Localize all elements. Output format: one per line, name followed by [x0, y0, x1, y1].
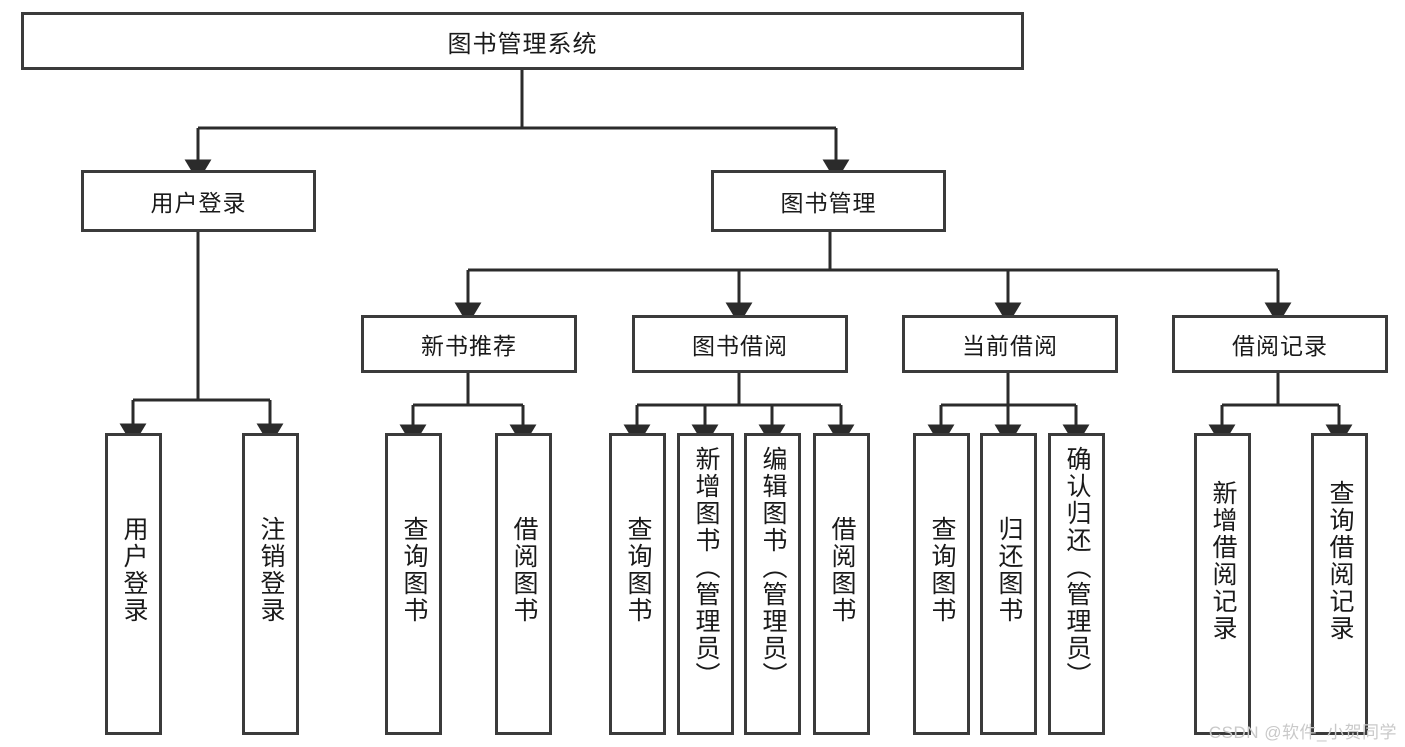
- node-label: 借阅图书: [828, 516, 856, 624]
- leaf-user-login-logout[interactable]: 注销登录: [242, 433, 299, 735]
- leaf-new-book-borrow[interactable]: 借阅图书: [495, 433, 552, 735]
- leaf-borrow-record-query[interactable]: 查询借阅记录: [1311, 433, 1368, 735]
- leaf-user-login-login[interactable]: 用户登录: [105, 433, 162, 735]
- node-new-book-recommend[interactable]: 新书推荐: [361, 315, 577, 373]
- node-label: 借阅记录: [1232, 333, 1328, 359]
- node-current-borrow[interactable]: 当前借阅: [902, 315, 1118, 373]
- node-label: 新增借阅记录: [1209, 480, 1237, 642]
- node-label: 图书管理: [780, 190, 877, 216]
- node-label: 图书借阅: [692, 333, 788, 359]
- leaf-new-book-query[interactable]: 查询图书: [385, 433, 442, 735]
- node-label: 查询图书: [928, 516, 956, 624]
- node-label: 注销登录: [257, 516, 285, 624]
- leaf-book-borrow-add[interactable]: 新增图书（管理员）: [677, 433, 734, 735]
- node-label: 编辑图书（管理员）: [759, 446, 787, 689]
- node-label: 查询图书: [624, 516, 652, 624]
- node-user-login[interactable]: 用户登录: [81, 170, 316, 232]
- node-label: 用户登录: [120, 516, 148, 624]
- leaf-borrow-record-add[interactable]: 新增借阅记录: [1194, 433, 1251, 735]
- leaf-current-borrow-confirm-return[interactable]: 确认归还（管理员）: [1048, 433, 1105, 735]
- node-label: 借阅图书: [510, 516, 538, 624]
- node-label: 归还图书: [995, 516, 1023, 624]
- node-label: 查询借阅记录: [1326, 480, 1354, 642]
- node-root-system[interactable]: 图书管理系统: [21, 12, 1024, 70]
- node-borrow-record[interactable]: 借阅记录: [1172, 315, 1388, 373]
- node-label: 新书推荐: [421, 333, 517, 359]
- leaf-book-borrow-query[interactable]: 查询图书: [609, 433, 666, 735]
- node-label: 用户登录: [150, 190, 247, 216]
- node-label: 查询图书: [400, 516, 428, 624]
- node-label: 当前借阅: [962, 333, 1058, 359]
- leaf-current-borrow-return[interactable]: 归还图书: [980, 433, 1037, 735]
- leaf-book-borrow-edit[interactable]: 编辑图书（管理员）: [744, 433, 801, 735]
- node-book-borrow[interactable]: 图书借阅: [632, 315, 848, 373]
- leaf-book-borrow-borrow[interactable]: 借阅图书: [813, 433, 870, 735]
- node-label: 图书管理系统: [447, 30, 598, 58]
- node-book-management[interactable]: 图书管理: [711, 170, 946, 232]
- node-label: 确认归还（管理员）: [1063, 446, 1091, 689]
- node-label: 新增图书（管理员）: [692, 446, 720, 689]
- leaf-current-borrow-query[interactable]: 查询图书: [913, 433, 970, 735]
